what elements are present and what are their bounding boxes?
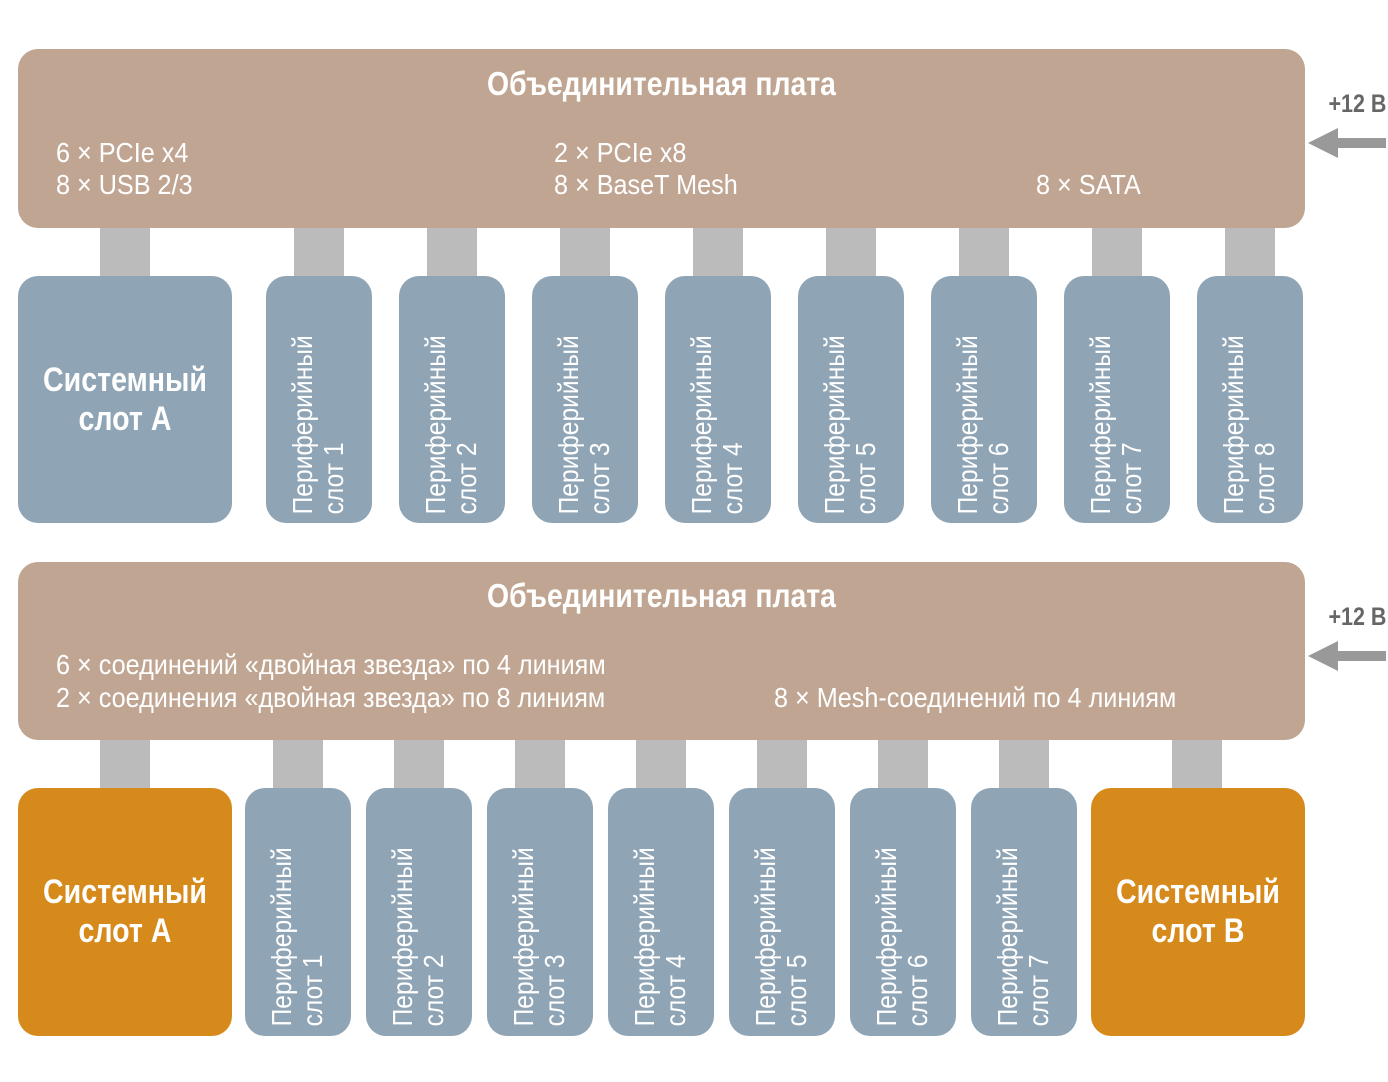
bottom-system-slot-a: Системный слот А [18,788,232,1036]
top-peripheral-slot-2-line1: Периферийный [420,334,451,514]
top-system-slot-a-line1: Системный [43,360,207,399]
top-system-slot-a: Системный слот А [18,276,232,523]
top-board-title: Объединительная плата [487,65,836,102]
top-peripheral-slot-7-line2: слот 7 [1116,441,1147,514]
bottom-peripheral-slot-4-line2: слот 4 [660,954,691,1027]
bottom-peripheral-slot-1-line2: слот 1 [297,954,328,1027]
bottom-peripheral-slot-7-line2: слот 7 [1023,954,1054,1027]
bottom-peripheral-slot-1-line1: Периферийный [266,847,297,1027]
top-power-input: +12 В [1308,90,1386,160]
bottom-connector-slot-5 [757,740,807,788]
bottom-peripheral-slot-5-line2: слот 5 [781,954,812,1027]
bottom-backplane-board: Объединительная плата 6 × соединений «дв… [18,562,1305,740]
top-power-arrow-icon [1308,128,1386,158]
bottom-connector-slot-7 [999,740,1049,788]
top-peripheral-slot-8-line2: слот 8 [1249,441,1280,514]
bottom-spec-dual-star-x4: 6 × соединений «двойная звезда» по 4 лин… [56,649,606,680]
bottom-connector-system-b [1172,740,1222,788]
top-connector-slot-8 [1225,228,1275,276]
bottom-connector-system-a [100,740,150,788]
bottom-peripheral-slot-2-line1: Периферийный [387,847,418,1027]
bottom-system-slot-a-line1: Системный [43,873,207,911]
top-peripheral-slot-6-line1: Периферийный [952,334,983,514]
top-peripheral-slot-2-line2: слот 2 [451,441,482,514]
top-peripheral-slot-3-line1: Периферийный [553,334,584,514]
top-peripheral-slot-4-line2: слот 4 [717,441,748,514]
top-peripheral-slot-4-line1: Периферийный [686,334,717,514]
bottom-connector-slot-1 [273,740,323,788]
top-connector-system-a [100,228,150,276]
top-connector-slot-7 [1092,228,1142,276]
top-connector-slot-2 [427,228,477,276]
top-connector-slot-5 [826,228,876,276]
bottom-peripheral-slot-2-line2: слот 2 [418,954,449,1027]
top-spec-usb: 8 × USB 2/3 [56,169,193,200]
top-peripheral-slot-1-line1: Периферийный [287,334,318,514]
bottom-spec-dual-star-x8: 2 × соединения «двойная звезда» по 8 лин… [56,682,606,713]
top-spec-sata: 8 × SATA [1036,169,1141,200]
bottom-peripheral-slot-6-line1: Периферийный [871,847,902,1027]
top-peripheral-slot-8-line1: Периферийный [1218,334,1249,514]
top-spec-baset-mesh: 8 × BaseT Mesh [554,169,738,200]
bottom-system-slot-b-line1: Системный [1116,873,1280,911]
top-connector-slot-3 [560,228,610,276]
bottom-power-label: +12 В [1328,603,1386,631]
top-spec-pcie-x4: 6 × PCIe x4 [56,137,189,168]
top-peripheral-slot-3-line2: слот 3 [584,441,615,514]
bottom-peripheral-slot-3-line2: слот 3 [539,954,570,1027]
bottom-peripheral-slot-4-line1: Периферийный [629,847,660,1027]
bottom-system-slot-a-line2: слот А [78,912,172,950]
bottom-peripheral-slot-5-line1: Периферийный [750,847,781,1027]
bottom-system-slot-b: Системный слот В [1091,788,1305,1036]
top-connector-slot-4 [693,228,743,276]
top-spec-pcie-x8: 2 × PCIe x8 [554,137,687,168]
top-peripheral-slot-5-line2: слот 5 [850,441,881,514]
top-connector-slot-6 [959,228,1009,276]
top-backplane-board: Объединительная плата 6 × PCIe x4 8 × US… [18,49,1305,228]
bottom-system-slot-b-line2: слот В [1151,912,1245,950]
bottom-board-title: Объединительная плата [487,577,836,614]
bottom-power-arrow-icon [1308,641,1386,671]
bottom-spec-mesh: 8 × Mesh-соединений по 4 линиям [774,682,1177,713]
bottom-power-input: +12 В [1308,603,1386,673]
top-power-label: +12 В [1328,90,1386,118]
top-system-slot-a-line2: слот А [78,399,172,438]
bottom-connector-slot-3 [515,740,565,788]
top-connector-slot-1 [294,228,344,276]
bottom-peripheral-slot-7-line1: Периферийный [992,847,1023,1027]
bottom-peripheral-slot-6-line2: слот 6 [902,954,933,1027]
top-peripheral-slot-1-line2: слот 1 [318,441,349,514]
top-peripheral-slot-7-line1: Периферийный [1085,334,1116,514]
top-peripheral-slot-6-line2: слот 6 [983,441,1014,514]
top-peripheral-slot-5-line1: Периферийный [819,334,850,514]
bottom-connector-slot-2 [394,740,444,788]
bottom-connector-slot-6 [878,740,928,788]
bottom-connector-slot-4 [636,740,686,788]
bottom-peripheral-slot-3-line1: Периферийный [508,847,539,1027]
